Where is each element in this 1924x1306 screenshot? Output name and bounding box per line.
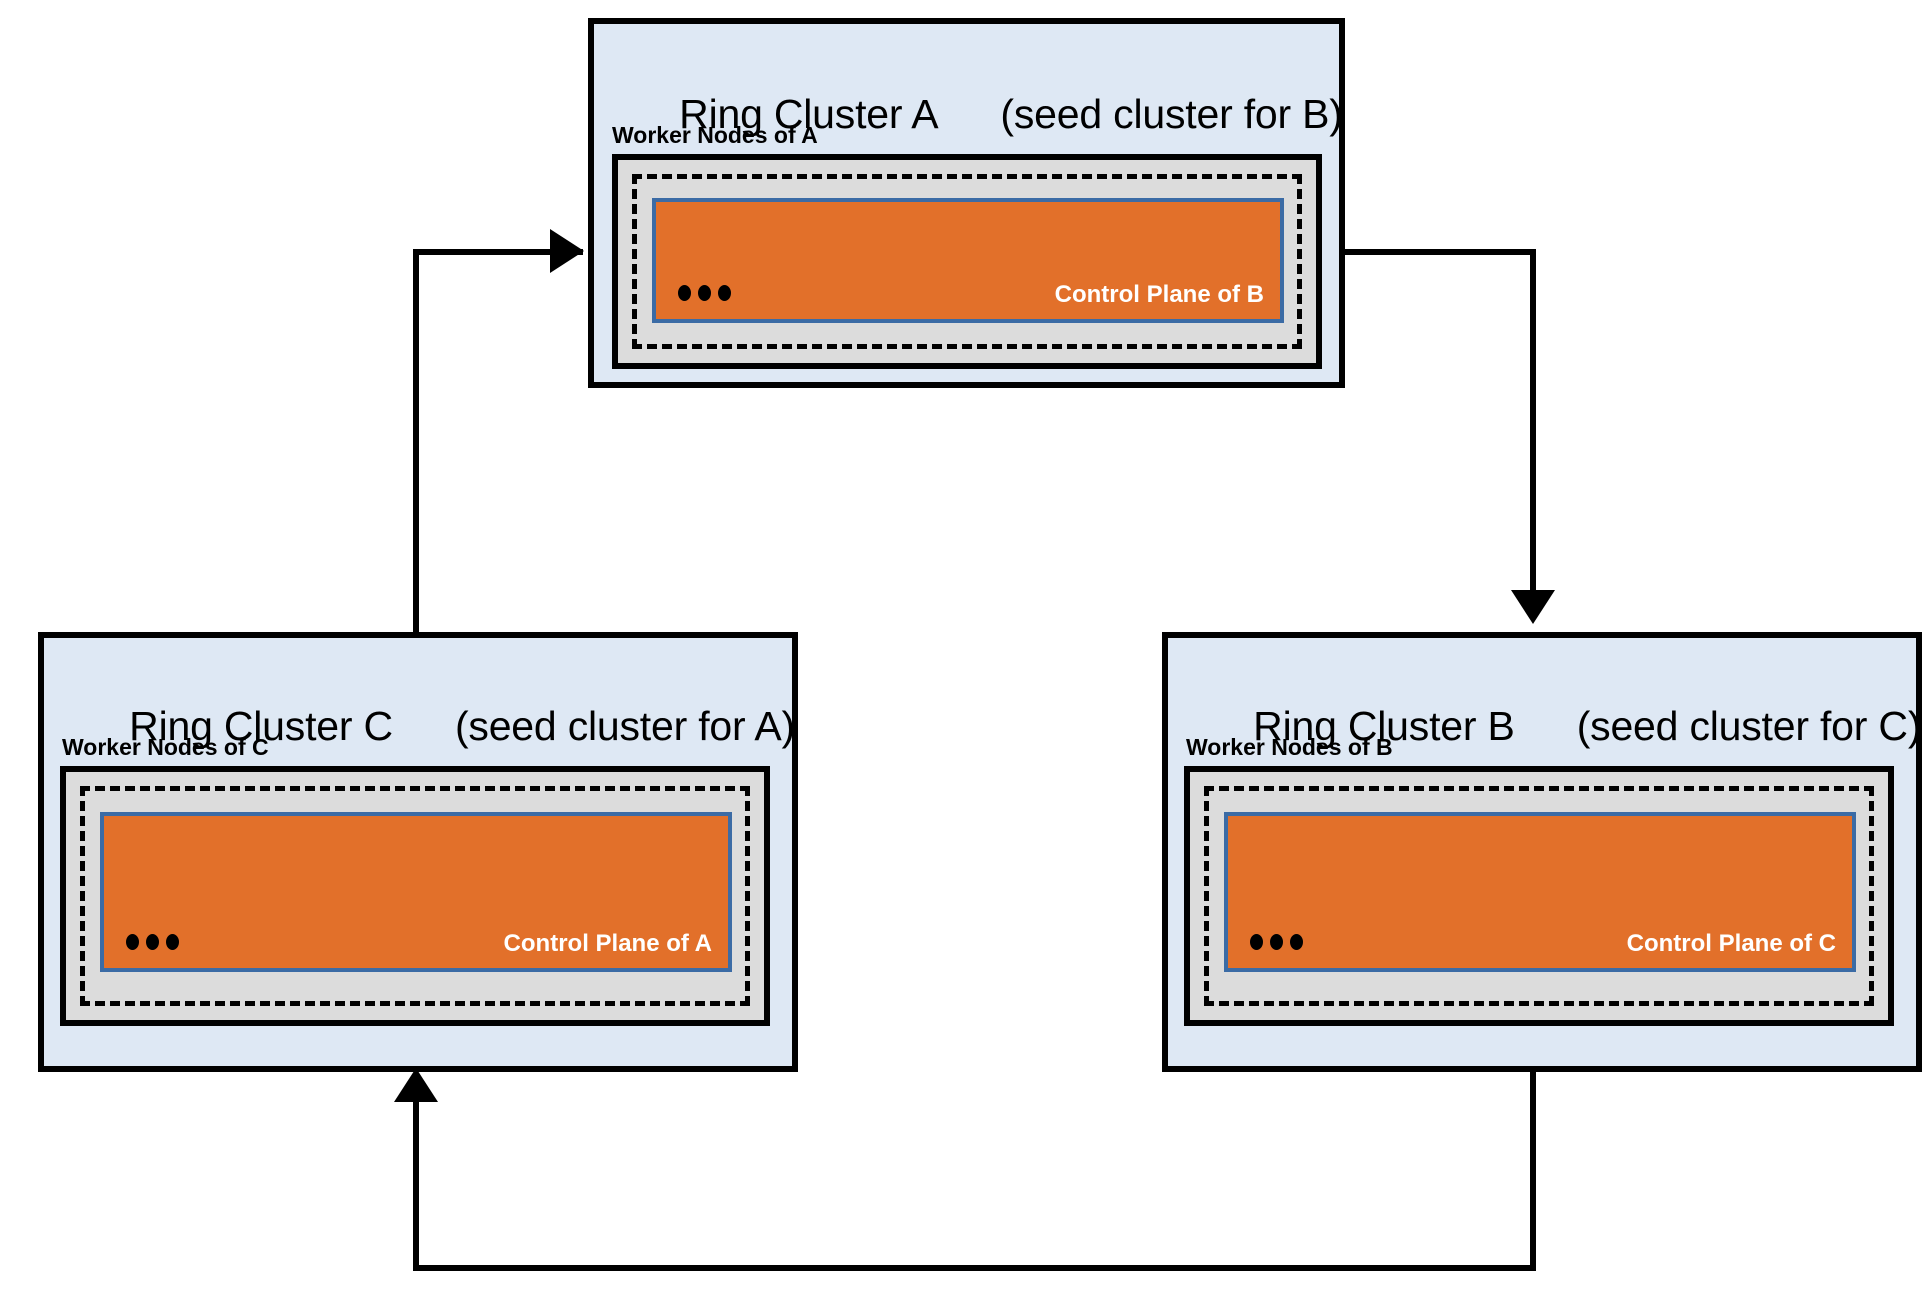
cluster-b-worker-box: Control Plane of C [1184,766,1894,1026]
cluster-a[interactable]: Ring Cluster A (seed cluster for B) Worke… [588,18,1345,388]
cluster-b[interactable]: Ring Cluster B (seed cluster for C) Worke… [1162,632,1922,1072]
cluster-c-seed-note: (seed cluster for A) [454,703,796,749]
cluster-b-worker-dashed-border [1204,786,1874,1006]
arrowhead-into-cluster-a [550,229,584,273]
cluster-a-worker-label: Worker Nodes of A [612,122,818,148]
cluster-c[interactable]: Ring Cluster C (seed cluster for A) Worke… [38,632,798,1072]
cluster-c-control-plane-ellipsis [126,934,179,950]
cluster-b-control-plane-label: Control Plane of C [1626,930,1836,957]
cluster-a-control-plane-label: Control Plane of B [1054,281,1264,308]
cluster-a-control-plane-ellipsis [678,285,731,301]
connector-b-to-c-vertical-left [413,1100,419,1268]
cluster-c-title: Ring Cluster C (seed cluster for A) [62,656,795,797]
cluster-b-seed-note: (seed cluster for C) [1576,703,1922,749]
cluster-a-control-plane[interactable]: Control Plane of B [652,198,1284,323]
connector-a-to-b-vertical [1530,249,1536,601]
cluster-c-worker-box: Control Plane of A [60,766,770,1026]
arrowhead-into-cluster-b [1511,590,1555,624]
cluster-c-control-plane[interactable]: Control Plane of A [100,812,732,972]
cluster-c-title-text: Ring Cluster C [129,703,393,749]
arrowhead-into-cluster-c [394,1068,438,1102]
connector-c-to-a-horizontal [413,249,583,255]
connector-c-to-a-vertical [413,252,419,634]
cluster-c-worker-label: Worker Nodes of C [62,734,269,760]
cluster-b-control-plane[interactable]: Control Plane of C [1224,812,1856,972]
cluster-a-title-text: Ring Cluster A [679,91,939,137]
cluster-b-control-plane-ellipsis [1250,934,1303,950]
cluster-a-title: Ring Cluster A (seed cluster for B) [612,44,1343,185]
cluster-a-seed-note: (seed cluster for B) [1000,91,1343,137]
connector-b-to-c-vertical-right [1530,1070,1536,1268]
connector-b-to-c-horizontal [413,1265,1536,1271]
cluster-b-worker-label: Worker Nodes of B [1186,734,1393,760]
cluster-b-title-text: Ring Cluster B [1253,703,1515,749]
cluster-c-control-plane-label: Control Plane of A [503,930,712,957]
cluster-c-worker-dashed-border [80,786,750,1006]
cluster-a-worker-dashed-border [632,174,1302,349]
cluster-b-title: Ring Cluster B (seed cluster for C) [1186,656,1921,797]
cluster-a-worker-box: Control Plane of B [612,154,1322,369]
connector-a-to-b-horizontal [1345,249,1536,255]
